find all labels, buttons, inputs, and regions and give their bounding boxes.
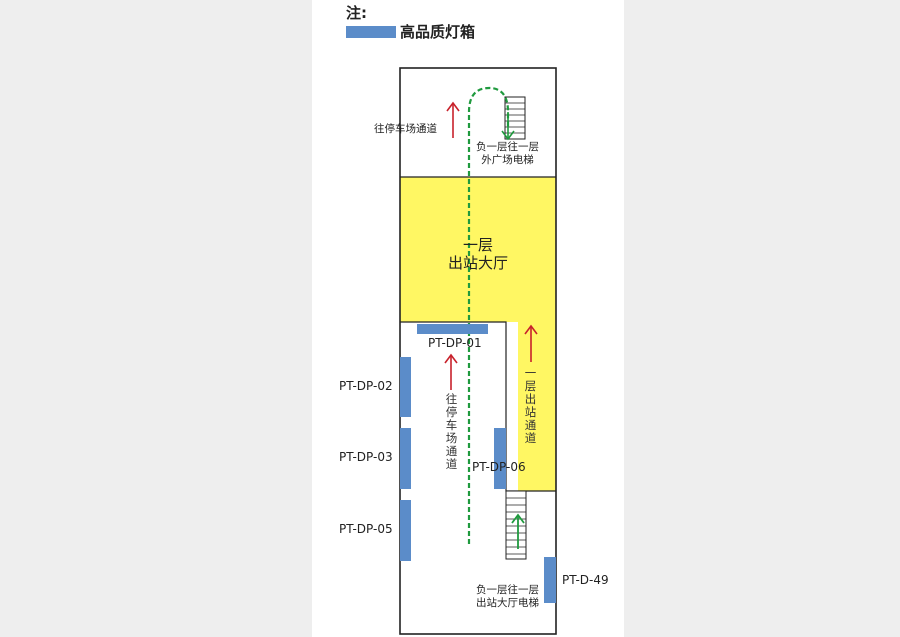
red-arrow-up-icon	[446, 101, 460, 138]
lightbox-code-pt-dp-02: PT-DP-02	[339, 379, 393, 393]
exit-hall-label-line1: 一层	[463, 236, 494, 254]
lightbox-code-pt-dp-01: PT-DP-01	[428, 336, 482, 350]
lightbox-pt-dp-03	[400, 428, 411, 489]
escalator-bottom-label: 负一层往一层 出站大厅电梯	[476, 584, 539, 610]
green-arrow-up-icon	[511, 513, 525, 549]
lightbox-code-pt-dp-03: PT-DP-03	[339, 450, 393, 464]
walking-route-dashed	[467, 86, 510, 544]
lightbox-pt-dp-06	[494, 428, 506, 489]
exit-channel-label-vertical: 一层出站通道	[524, 366, 537, 445]
lightbox-code-pt-dp-05: PT-DP-05	[339, 522, 393, 536]
parking-channel-label-vertical: 往停车场通道	[445, 392, 458, 471]
exit-hall-label-line2: 出站大厅	[448, 254, 509, 272]
legend-swatch-lightbox	[346, 26, 396, 38]
escalator-top	[504, 96, 526, 140]
exit-hall-area	[400, 177, 556, 491]
escalator-bottom-label-line2: 出站大厅电梯	[476, 597, 539, 609]
exit-hall-label: 一层 出站大厅	[448, 236, 508, 272]
lightbox-pt-d-49	[544, 557, 556, 603]
legend-title: 注:	[346, 4, 367, 22]
parking-channel-label-top: 往停车场通道	[374, 123, 437, 135]
escalator-top-label: 负一层往一层 外广场电梯	[476, 141, 539, 167]
building-outline	[399, 67, 557, 635]
map-sheet: 注: 高品质灯箱	[312, 0, 624, 637]
legend-label-lightbox: 高品质灯箱	[400, 23, 476, 41]
inner-partition-wall	[400, 321, 556, 492]
escalator-top-label-line2: 外广场电梯	[481, 154, 534, 166]
escalator-bottom-label-line1: 负一层往一层	[476, 584, 539, 596]
lightbox-code-pt-dp-06: PT-DP-06	[472, 460, 526, 474]
lightbox-code-pt-d-49: PT-D-49	[562, 573, 609, 587]
floor-plan-diagram	[399, 67, 557, 635]
red-arrow-up-icon	[444, 353, 458, 390]
lightbox-pt-dp-01	[417, 324, 488, 334]
escalator-top-label-line1: 负一层往一层	[476, 141, 539, 153]
red-arrow-up-icon	[524, 324, 538, 362]
green-arrow-down-icon	[501, 112, 515, 141]
escalator-bottom	[505, 490, 527, 560]
lightbox-pt-dp-02	[400, 357, 411, 417]
lightbox-pt-dp-05	[400, 500, 411, 561]
